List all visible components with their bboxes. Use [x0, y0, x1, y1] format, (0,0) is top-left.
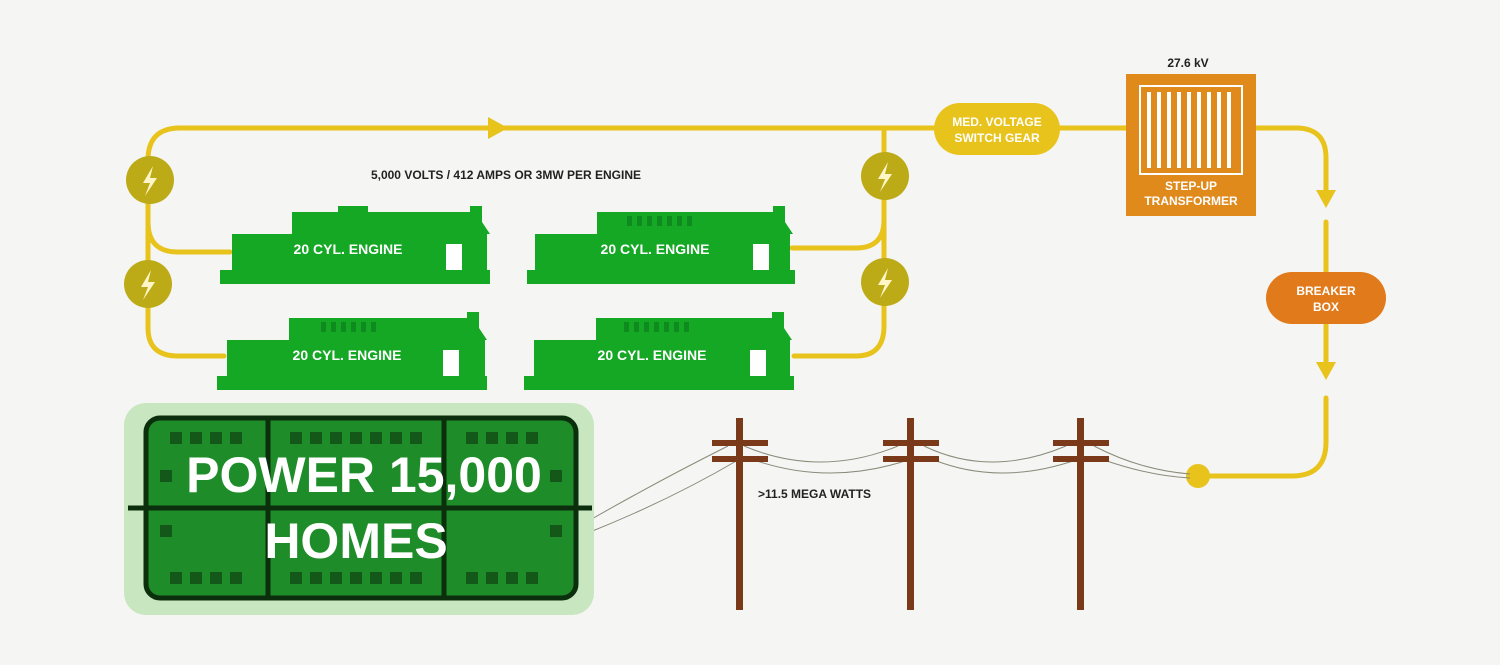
lightning-bolt-icon: [878, 268, 892, 298]
flow-arrows: [488, 117, 1336, 380]
utility-poles: [712, 418, 1109, 610]
arrow-down-icon: [1316, 190, 1336, 208]
engine-label: 20 CYL. ENGINE: [294, 241, 403, 257]
step-up-transformer: 27.6 kV STEP-UP TRANSFORMER: [1126, 56, 1256, 216]
generators: [124, 152, 909, 308]
right-loop-bottom: [791, 299, 887, 359]
engine-label: 20 CYL. ENGINE: [293, 347, 402, 363]
breaker-label-line2: BOX: [1313, 300, 1339, 314]
breaker-box: BREAKER BOX: [1266, 272, 1386, 324]
engine-3: 20 CYL. ENGINE: [217, 312, 487, 390]
transformer-label-line1: STEP-UP: [1165, 179, 1217, 193]
generator-right-top: [861, 152, 909, 200]
engine-1: 20 CYL. ENGINE: [220, 206, 490, 284]
utility-pole-icon: [883, 418, 939, 610]
lightning-bolt-icon: [878, 162, 892, 192]
utility-pole-icon: [712, 418, 768, 610]
engine-label: 20 CYL. ENGINE: [601, 241, 710, 257]
homes-label-line2: HOMES: [264, 513, 447, 569]
generator-left-bottom: [124, 260, 172, 308]
engine-label: 20 CYL. ENGINE: [598, 347, 707, 363]
grid-connection-dot: [1186, 464, 1210, 488]
switchgear-label-line2: SWITCH GEAR: [954, 131, 1040, 145]
engines: 20 CYL. ENGINE 20 CYL. ENGINE: [217, 206, 795, 390]
utility-pole-icon: [1053, 418, 1109, 610]
left-loop-top: [145, 195, 233, 255]
total-output-label: >11.5 MEGA WATTS: [758, 487, 871, 501]
transmission-wires: [589, 445, 1191, 533]
switchgear: MED. VOLTAGE SWITCH GEAR: [934, 103, 1060, 155]
left-loop-bottom: [145, 302, 227, 359]
map-roads: [128, 418, 592, 598]
lightning-bolt-icon: [143, 166, 157, 196]
engine-4: 20 CYL. ENGINE: [524, 312, 794, 390]
transformer-label-line2: TRANSFORMER: [1144, 194, 1238, 208]
lightning-bolt-icon: [141, 270, 155, 300]
homes-label-line1: POWER 15,000: [186, 447, 542, 503]
voltage-label: 27.6 kV: [1167, 56, 1208, 70]
generator-left-top: [126, 156, 174, 204]
homes-block: POWER 15,000 HOMES: [124, 403, 594, 615]
arrow-right-icon: [488, 117, 508, 139]
engine-2: 20 CYL. ENGINE: [527, 206, 795, 284]
arrow-down-icon: [1316, 362, 1336, 380]
engine-output-label: 5,000 VOLTS / 412 AMPS OR 3MW PER ENGINE: [371, 168, 641, 182]
transformer-out-line: [1249, 125, 1329, 193]
to-grid-line: [1197, 395, 1329, 479]
generator-right-bottom: [861, 258, 909, 306]
breaker-label-line1: BREAKER: [1296, 284, 1356, 298]
switchgear-label-line1: MED. VOLTAGE: [952, 115, 1042, 129]
right-loop-top: [789, 195, 887, 251]
house-blocks: [160, 432, 562, 584]
